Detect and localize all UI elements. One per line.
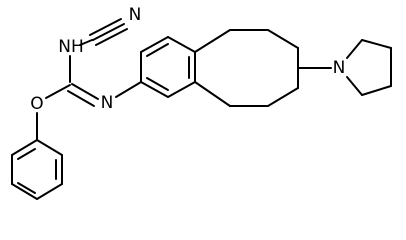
chemical-structure-diagram: N NH O N N: [11, 5, 392, 200]
atom-label-ether-o: O: [30, 94, 43, 114]
atom-label-pyrrolidine-n: N: [333, 58, 346, 78]
atom-label-nitrile-n: N: [129, 5, 142, 25]
cyano-group: [89, 18, 128, 46]
atom-label-imine-nh: NH: [58, 37, 84, 57]
cycloheptane-ring: [194, 29, 299, 107]
pyrrolidine-ring: [346, 39, 392, 96]
atom-label-imine-n: N: [101, 93, 114, 113]
phenyl-ring: [11, 139, 63, 200]
bond-c-n-double: [67, 83, 99, 107]
bond-c-o: [45, 84, 71, 99]
bond-n-aryl: [115, 81, 142, 98]
benzo-ring: [140, 36, 196, 98]
bond-n-cn: [79, 39, 93, 46]
